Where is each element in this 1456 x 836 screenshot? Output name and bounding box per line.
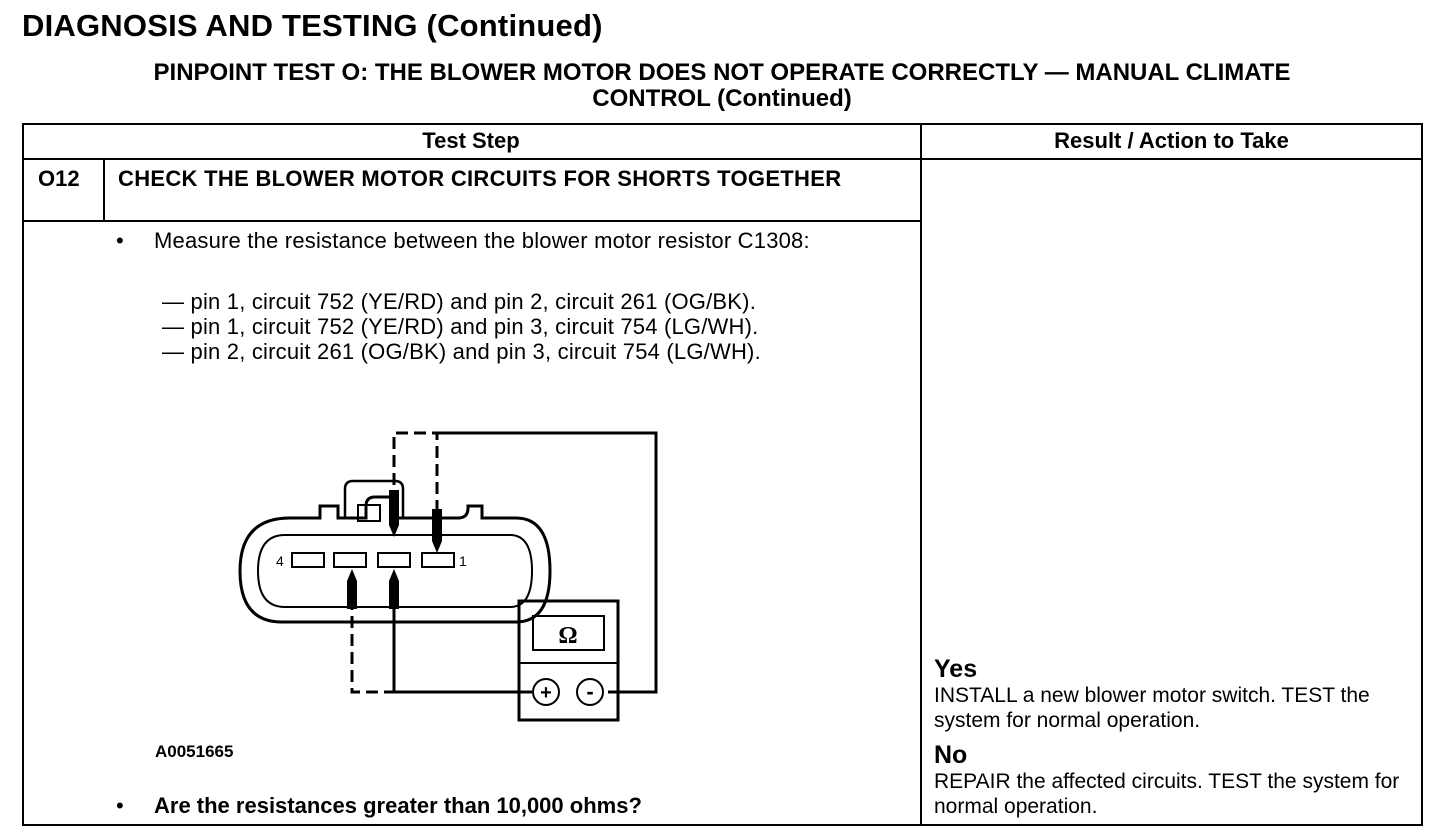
test-title-line-2: CONTROL (Continued) [592, 85, 852, 112]
pinpoint-test-title: PINPOINT TEST O: THE BLOWER MOTOR DOES N… [22, 60, 1422, 112]
column-divider [920, 123, 922, 826]
probe-top-right [432, 509, 442, 553]
pin-4 [291, 552, 325, 568]
measurement-list: — pin 1, circuit 752 (YE/RD) and pin 2, … [162, 289, 761, 364]
ohm-symbol: Ω [558, 623, 577, 649]
probe-bottom-left [347, 569, 357, 609]
question-bullet: • [116, 793, 124, 818]
measurement-item: — pin 2, circuit 261 (OG/BK) and pin 3, … [162, 339, 761, 364]
step-id: O12 [38, 166, 80, 191]
step-title-divider [22, 220, 922, 222]
solid-lead [437, 431, 658, 694]
meter-minus-terminal [576, 678, 604, 706]
connector-inner-outline [256, 534, 534, 608]
header-divider [22, 158, 1423, 160]
meter-plus-terminal [532, 678, 560, 706]
connector-ohmmeter-diagram: 4 1 Ω + - [238, 431, 658, 722]
result-yes-action: INSTALL a new blower motor switch. TEST … [934, 684, 1370, 732]
result-no-label: No [934, 741, 968, 769]
meter-plus-label: + [540, 682, 552, 704]
header-result-action: Result / Action to Take [1054, 128, 1289, 153]
test-table [22, 123, 1423, 826]
pin-label-left: 4 [276, 553, 284, 569]
instruction-bullet: • [116, 228, 124, 253]
figure-id: A0051665 [155, 742, 234, 761]
page-title: DIAGNOSIS AND TESTING (Continued) [22, 8, 603, 43]
test-title-line-1: PINPOINT TEST O: THE BLOWER MOTOR DOES N… [153, 59, 1291, 86]
pin-2 [377, 552, 411, 568]
tab-square [357, 504, 381, 522]
meter-minus-label: - [586, 679, 593, 704]
measurement-item: — pin 1, circuit 752 (YE/RD) and pin 2, … [162, 289, 757, 314]
connector-outline [238, 495, 552, 624]
pin-1 [421, 552, 455, 568]
ohmmeter-display [532, 615, 605, 651]
step-question: Are the resistances greater than 10,000 … [154, 793, 642, 818]
pin-3 [333, 552, 367, 568]
solid-lead-lower [392, 598, 532, 694]
pin-label-right: 1 [459, 553, 467, 569]
ohmmeter-body [517, 599, 620, 722]
probe-bottom-right [389, 569, 399, 609]
dashed-lead-lower [350, 598, 394, 694]
result-yes-label: Yes [934, 655, 978, 683]
step-title: CHECK THE BLOWER MOTOR CIRCUITS FOR SHOR… [118, 166, 842, 191]
probe-top-left [389, 490, 399, 537]
header-test-step: Test Step [422, 128, 520, 153]
dashed-lead-top [392, 431, 439, 521]
instruction-text: Measure the resistance between the blowe… [154, 228, 810, 253]
result-no-action: REPAIR the affected circuits. TEST the s… [934, 770, 1400, 818]
step-id-divider [103, 158, 105, 222]
locking-tab [343, 479, 405, 518]
measurement-item: — pin 1, circuit 752 (YE/RD) and pin 3, … [162, 314, 759, 339]
